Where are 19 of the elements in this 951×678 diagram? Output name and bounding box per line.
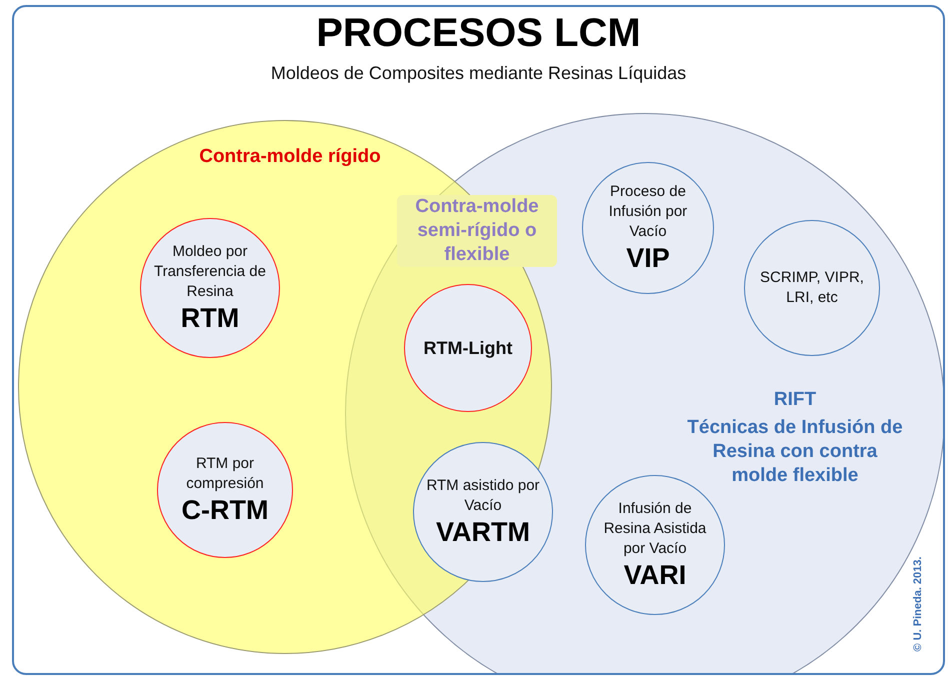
process-acronym: C-RTM bbox=[182, 494, 268, 526]
process-acronym: VARI bbox=[624, 559, 686, 591]
process-acronym: VIP bbox=[626, 242, 670, 274]
process-acronym: VARTM bbox=[436, 516, 530, 548]
process-name: SCRIMP, VIPR, LRI, etc bbox=[759, 268, 865, 308]
process-name: Proceso de Infusión por Vacío bbox=[608, 182, 688, 242]
process-name: RTM-Light bbox=[422, 338, 514, 358]
process-name: Infusión de Resina Asistida por Vacío bbox=[602, 499, 708, 559]
copyright-note: © U. Pineda. 2013. bbox=[912, 556, 924, 654]
subtitle: Moldeos de Composites mediante Resinas Líquidas bbox=[270, 63, 688, 84]
process-name: RTM por compresión bbox=[185, 454, 265, 494]
process-name: RTM asistido por Vacío bbox=[425, 476, 541, 516]
title: PROCESOS LCM bbox=[315, 11, 642, 56]
region-heading: Contra-molde semi-rígido o flexible bbox=[397, 195, 557, 267]
process-name: Moldeo por Transferencia de Resina bbox=[152, 242, 267, 302]
group-heading: Técnicas de Infusión de Resina con contra molde flexible bbox=[686, 416, 904, 488]
process-acronym: RTM bbox=[180, 302, 240, 334]
group-heading: Contra-molde rígido bbox=[198, 145, 382, 169]
group-acronym: RIFT bbox=[772, 388, 818, 412]
